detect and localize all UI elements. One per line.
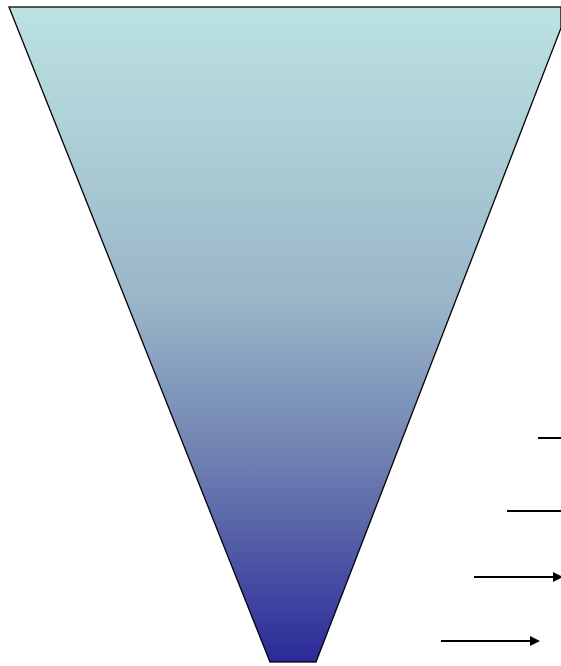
funnel-shape [8,6,561,663]
